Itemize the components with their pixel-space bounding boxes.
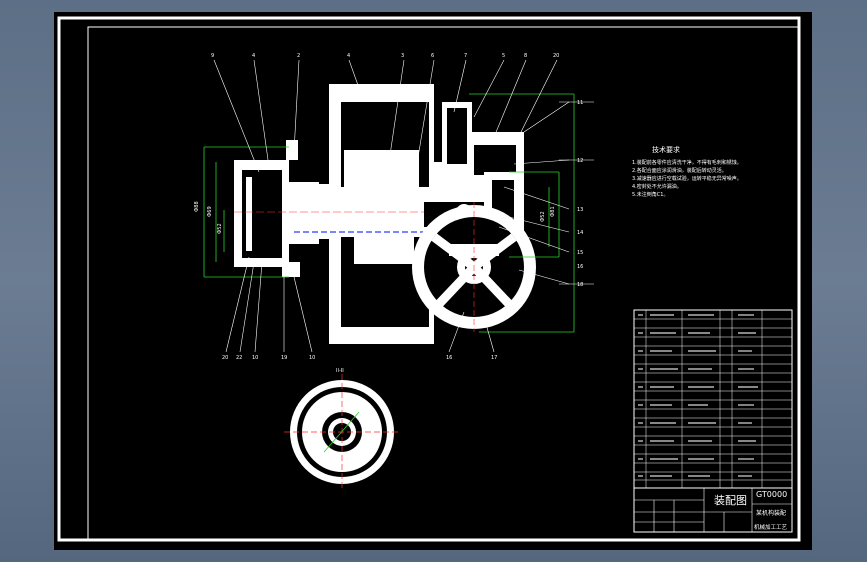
drawing-sheet: Ф88 Ф69 Ф52 Ф81 Ф52 9 4 2 4	[54, 12, 812, 550]
dim-right-1: Ф81	[550, 206, 556, 217]
balloon-top-1: 9	[211, 53, 214, 59]
balloon-bottom-6: 16	[446, 355, 452, 361]
balloon-top-5: 3	[401, 53, 404, 59]
leader-lines	[213, 59, 594, 353]
balloon-top-8: 5	[502, 53, 505, 59]
assembly-drawing: Ф88 Ф69 Ф52 Ф81 Ф52 9 4 2 4	[57, 16, 801, 542]
balloon-top-3: 2	[297, 53, 300, 59]
balloons-top: 9 4 2 4 3 6 7 5 8 20	[211, 53, 559, 59]
tech-req-line-4: 4.密封处不允许漏油。	[632, 183, 682, 190]
balloon-bottom-3: 10	[252, 355, 258, 361]
dim-left-1: Ф88	[194, 201, 200, 212]
balloon-right-1: 11	[577, 100, 583, 106]
parts-list	[633, 309, 793, 489]
balloons-right: 11 12 13 14 15 16 18	[577, 100, 583, 288]
dim-left-2: Ф69	[207, 206, 213, 217]
dim-right-2: Ф52	[540, 211, 546, 222]
balloon-bottom-1: 20	[222, 355, 228, 361]
tech-req-line-3: 3.减速器应进行空载试验，运转平稳无异常噪声。	[632, 175, 742, 182]
dimension-lines	[203, 93, 575, 333]
tech-req-title: 技术要求	[652, 145, 680, 154]
parts-list-rows	[638, 314, 758, 477]
title-block	[633, 487, 793, 533]
title-block-code: GT0000	[756, 490, 787, 499]
balloon-right-6: 16	[577, 264, 583, 270]
inner-border	[87, 26, 801, 541]
balloon-right-2: 12	[577, 158, 583, 164]
balloon-top-10: 20	[553, 53, 559, 59]
balloon-top-2: 4	[252, 53, 255, 59]
balloons-bottom: 20 22 10 19 10 16 17	[222, 355, 497, 361]
tech-req-line-5: 5.未注倒角C1。	[632, 191, 668, 198]
balloon-right-3: 13	[577, 207, 583, 213]
tech-req-line-1: 1.装配前各零件应清洗干净，不得有毛刺和锈蚀。	[632, 159, 742, 166]
tech-requirements: 技术要求 1.装配前各零件应清洗干净，不得有毛刺和锈蚀。 2.各配合面应涂润滑油…	[632, 145, 742, 198]
section-label: II-II	[336, 368, 344, 374]
title-block-subtitle: 某机构装配	[756, 509, 786, 517]
section-view: II-II	[284, 368, 400, 490]
balloon-top-6: 6	[431, 53, 434, 59]
dim-left-3: Ф52	[217, 223, 223, 234]
balloon-bottom-7: 17	[491, 355, 497, 361]
balloon-right-5: 15	[577, 250, 583, 256]
balloon-top-4: 4	[347, 53, 350, 59]
balloon-right-7: 18	[577, 282, 583, 288]
balloon-bottom-2: 22	[236, 355, 242, 361]
balloon-right-4: 14	[577, 230, 583, 236]
balloon-top-9: 8	[524, 53, 527, 59]
balloon-top-7: 7	[464, 53, 467, 59]
title-block-title: 装配图	[714, 494, 747, 507]
main-view	[234, 84, 536, 344]
title-block-school: 机械加工工艺	[754, 523, 788, 531]
balloon-bottom-5: 10	[309, 355, 315, 361]
tech-req-line-2: 2.各配合面应涂润滑油，装配后转动灵活。	[632, 167, 727, 174]
balloon-bottom-4: 19	[281, 355, 287, 361]
